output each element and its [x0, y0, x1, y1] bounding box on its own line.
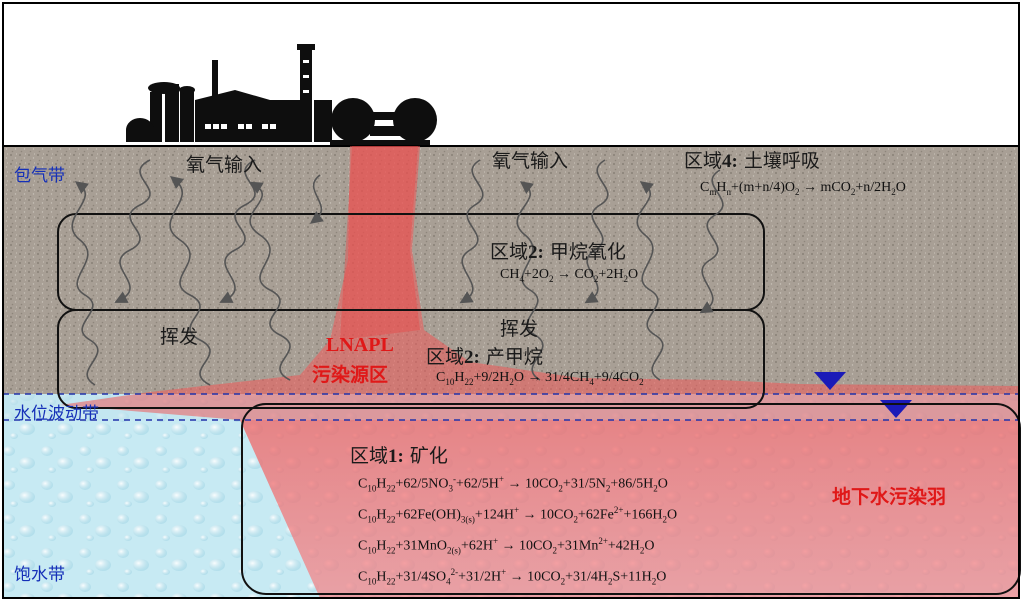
- zone-4-equation: CmHn+(m+n/4)O2 → mCO2+n/2H2O: [700, 180, 906, 197]
- groundwater-plume: [240, 420, 1019, 598]
- volatilize-label: 挥发: [160, 326, 199, 348]
- oxygen-input-label: 氧气输入: [492, 150, 569, 172]
- fluctuation-zone-label: 水位波动带: [14, 404, 99, 424]
- gas-flow-arrows: [71, 159, 724, 386]
- lnapl-label: LNAPL: [326, 334, 394, 356]
- vadose-zone-label: 包气带: [14, 166, 65, 186]
- zone-1-equation: C10H22+62Fe(OH)3(s)+124H+ → 10CO2+62Fe2+…: [358, 505, 678, 525]
- zone-2-oxidation-title: 区域2: 甲烷氧化: [490, 241, 626, 263]
- water-table-marker-icon: [814, 372, 846, 390]
- oxygen-input-label: 氧气输入: [186, 154, 263, 176]
- volatilize-label: 挥发: [500, 318, 539, 340]
- saturated-zone-label: 饱水带: [14, 565, 65, 585]
- zone-4-title: 区域4: 土壤呼吸: [684, 150, 820, 172]
- zone-1-equation: C10H22+31/4SO42-+31/2H+ → 10CO2+31/4H2S+…: [358, 567, 667, 587]
- zone-2-methanogenesis-equation: C10H22+9/2H2O → 31/4CH4+9/4CO2: [436, 370, 644, 387]
- zone-2-oxidation-equation: CH4+2O2 → CO2+2H2O: [500, 267, 639, 284]
- zone-1-equation: C10H22+62/5NO3-+62/5H+ → 10CO2+31/5N2+86…: [358, 474, 668, 494]
- zone-2-methanogenesis-box: [57, 309, 765, 409]
- zone-1-equation: C10H22+31MnO2(s)+62H+ → 10CO2+31Mn2++42H…: [358, 536, 655, 556]
- groundwater-plume-label: 地下水污染羽: [832, 486, 947, 508]
- lnapl-source-label: 污染源区: [312, 364, 389, 386]
- zone-1-title: 区域1: 矿化: [350, 445, 448, 467]
- zone-2-methanogenesis-title: 区域2: 产甲烷: [426, 346, 543, 368]
